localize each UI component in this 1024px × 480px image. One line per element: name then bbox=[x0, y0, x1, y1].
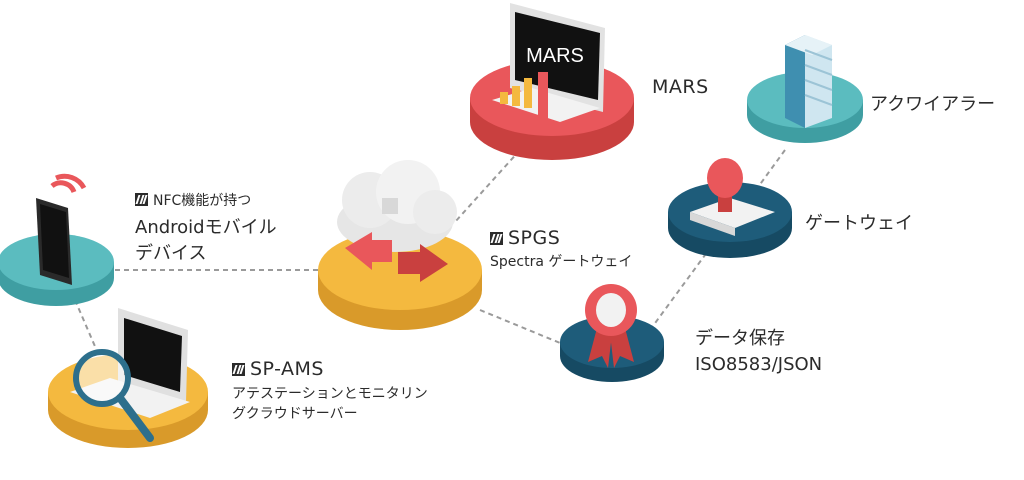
spams-label: SP-AMS アテステーションとモニタリン グクラウドサーバー bbox=[232, 358, 428, 423]
connector-mars-spgs bbox=[454, 149, 521, 223]
spectra-logo-icon bbox=[135, 193, 148, 206]
exchange-arrows-icon bbox=[345, 232, 448, 282]
device-label-line2: Androidモバイル bbox=[135, 217, 277, 238]
gateway-label: ゲートウェイ bbox=[805, 213, 913, 234]
stamp-icon bbox=[690, 158, 775, 236]
device-label-line3: デバイス bbox=[135, 243, 207, 264]
smartphone-icon bbox=[36, 173, 87, 285]
cloud-icon bbox=[337, 160, 457, 252]
award-badge-icon bbox=[585, 284, 637, 368]
storage-disc bbox=[560, 316, 664, 382]
acquirer-label: アクワイアラー bbox=[870, 94, 996, 115]
monitor-icon: MARS bbox=[492, 3, 605, 122]
storage-label-line1: データ保存 bbox=[695, 328, 785, 349]
mars-screen-text: MARS bbox=[526, 45, 584, 67]
device-label-line1: NFC機能が持つ bbox=[153, 193, 252, 209]
spams-label-line2: グクラウドサーバー bbox=[232, 406, 358, 422]
spectra-logo-icon bbox=[232, 363, 245, 376]
spgs-label: SPGS Spectra ゲートウェイ bbox=[490, 227, 632, 271]
spgs-title: SPGS bbox=[508, 227, 561, 249]
connector-storage-gateway bbox=[649, 254, 706, 331]
spams-label-line1: アテステーションとモニタリン bbox=[232, 386, 428, 402]
spams-title: SP-AMS bbox=[250, 358, 324, 380]
server-building-icon bbox=[785, 35, 833, 128]
connector-spgs-storage bbox=[479, 309, 566, 346]
connector-device-spams bbox=[74, 299, 101, 359]
spgs-subtitle: Spectra ゲートウェイ bbox=[490, 254, 633, 270]
storage-label-line2: ISO8583/JSON bbox=[695, 354, 823, 375]
mars-label: MARS bbox=[652, 76, 709, 98]
device-label: NFC機能が持つ Androidモバイル デバイス bbox=[135, 190, 277, 265]
magnifier-icon bbox=[73, 349, 154, 442]
spectra-logo-icon bbox=[490, 232, 503, 245]
storage-label: データ保存 ISO8583/JSON bbox=[695, 326, 822, 378]
